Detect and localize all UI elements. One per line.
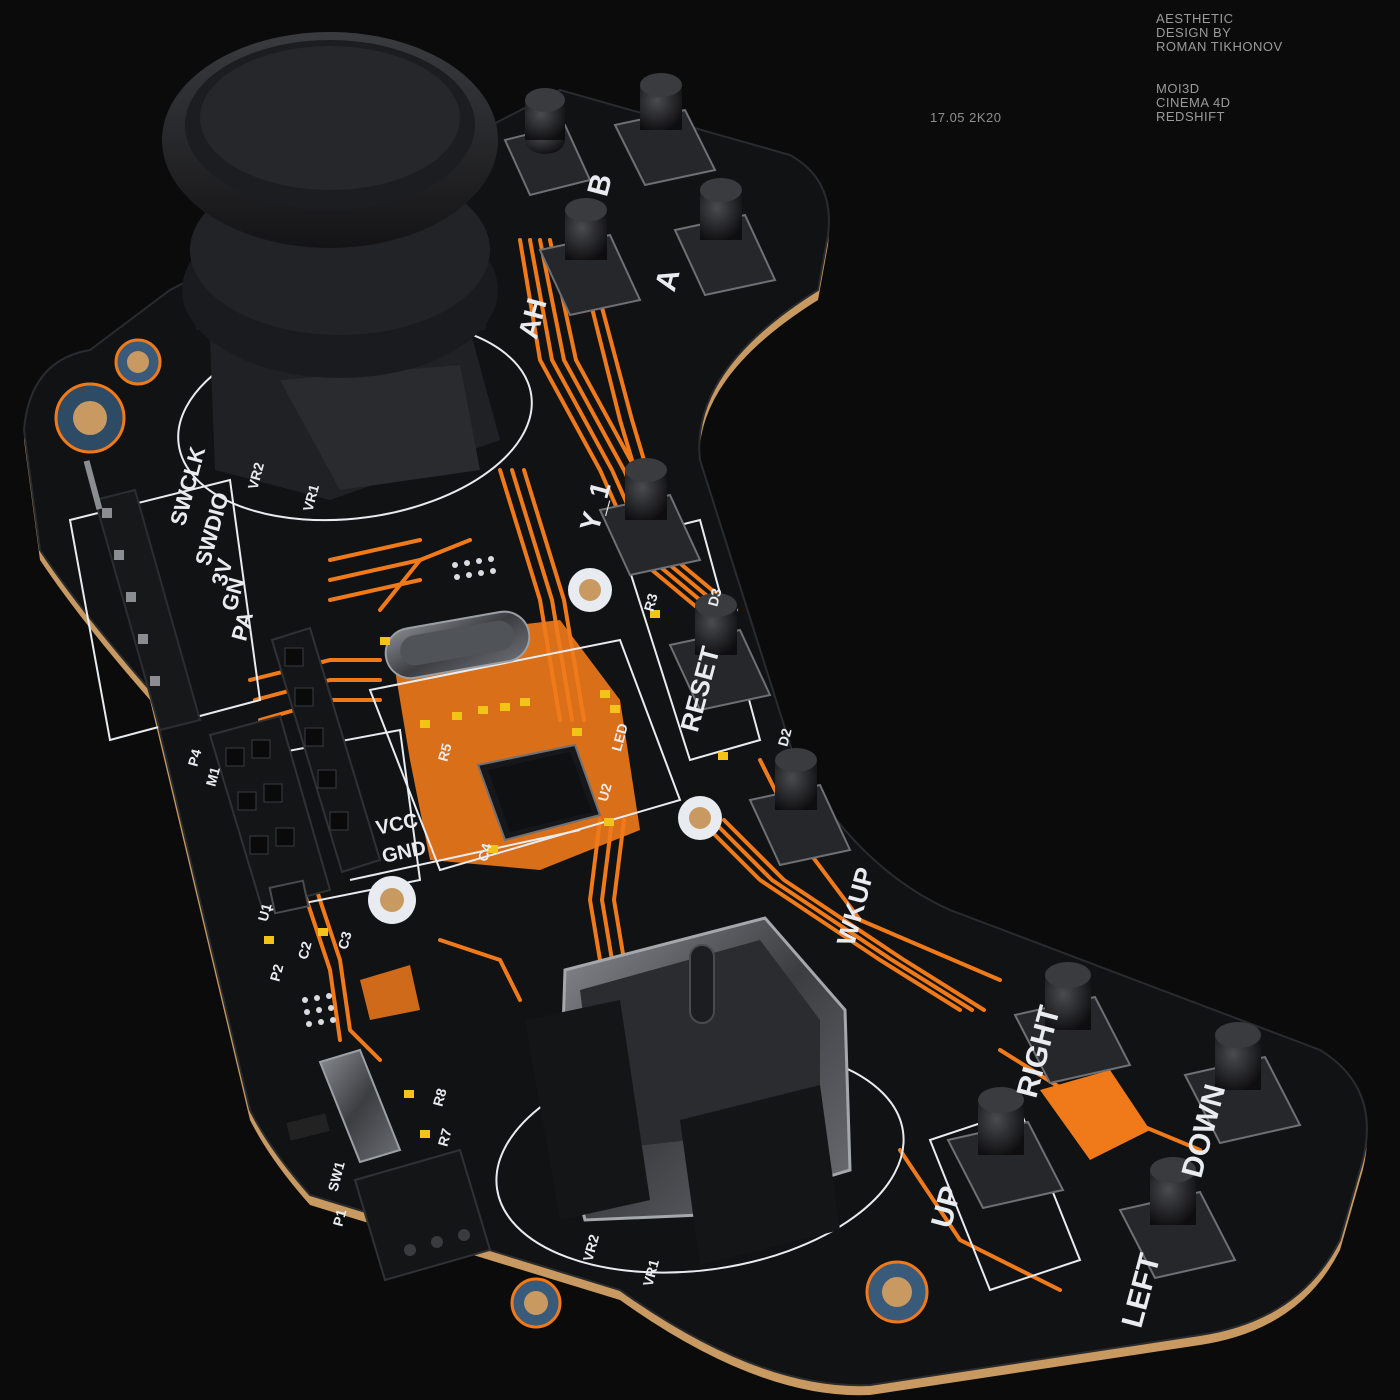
crystal-oscillator [384,610,531,680]
button-wkup [748,748,852,867]
button-b [613,73,717,187]
label-p4: P4 [185,747,205,768]
button-x [538,198,642,317]
button-up [946,1087,1065,1210]
credit-aesthetic: AESTHETIC [1156,11,1234,26]
button-a [673,178,777,297]
label-p2: P2 [267,962,287,983]
credit-design-by: DESIGN BY [1156,25,1232,40]
render-date: 17.05 2K20 [930,110,1002,125]
power-connector [353,1148,492,1282]
button-top-left [503,88,592,197]
label-d2: D2 [775,726,795,748]
credit-author: ROMAN TIKHONOV [1156,39,1283,54]
label-c4: C4 [475,841,495,863]
label-c2: C2 [295,939,315,961]
label-vr1-bottom: VR1 [640,1257,663,1288]
female-header [208,626,382,910]
label-led: LED [608,722,631,753]
button-down [1183,1022,1302,1145]
credits-block: AESTHETIC DESIGN BY ROMAN TIKHONOV MOI3D… [1156,12,1283,124]
thumbstick-top [162,32,500,500]
credit-moi3d: MOI3D [1156,81,1200,96]
joystick-shaft [689,944,715,1024]
label-r3: R3 [641,591,661,613]
label-u2: U2 [595,781,615,803]
label-vr1-top: VR1 [300,482,323,513]
copper-pour-power [360,965,420,1020]
label-p1: P1 [330,1207,350,1228]
label-r7: R7 [435,1126,455,1148]
button-left [1118,1157,1237,1280]
button-y1 [598,458,702,577]
label-r8: R8 [430,1086,450,1108]
label-r5: R5 [435,741,455,763]
joystick-module-bottom [525,916,852,1265]
credit-spacer [1156,54,1283,82]
pin-header-left [83,460,202,732]
mounting-holes [54,338,929,1329]
copper-pour-dpad [1040,1070,1150,1160]
label-vr2-bottom: VR2 [580,1232,603,1263]
mcu-chip [476,743,602,842]
credit-cinema4d: CINEMA 4D [1156,95,1231,110]
label-u1: U1 [255,901,275,923]
via-grid [302,556,496,1027]
label-c3: C3 [335,929,355,951]
slide-switch [286,1048,402,1164]
button-reset [668,593,772,712]
label-d3: D3 [705,586,725,608]
ic-u1 [268,879,310,915]
tactile-buttons [503,73,1302,1280]
button-right [1013,962,1132,1085]
label-vr2-top: VR2 [245,460,268,491]
smd-components [264,610,728,1138]
label-m1: M1 [203,765,224,788]
credit-redshift: REDSHIFT [1156,109,1225,124]
label-sw1: SW1 [325,1159,348,1193]
